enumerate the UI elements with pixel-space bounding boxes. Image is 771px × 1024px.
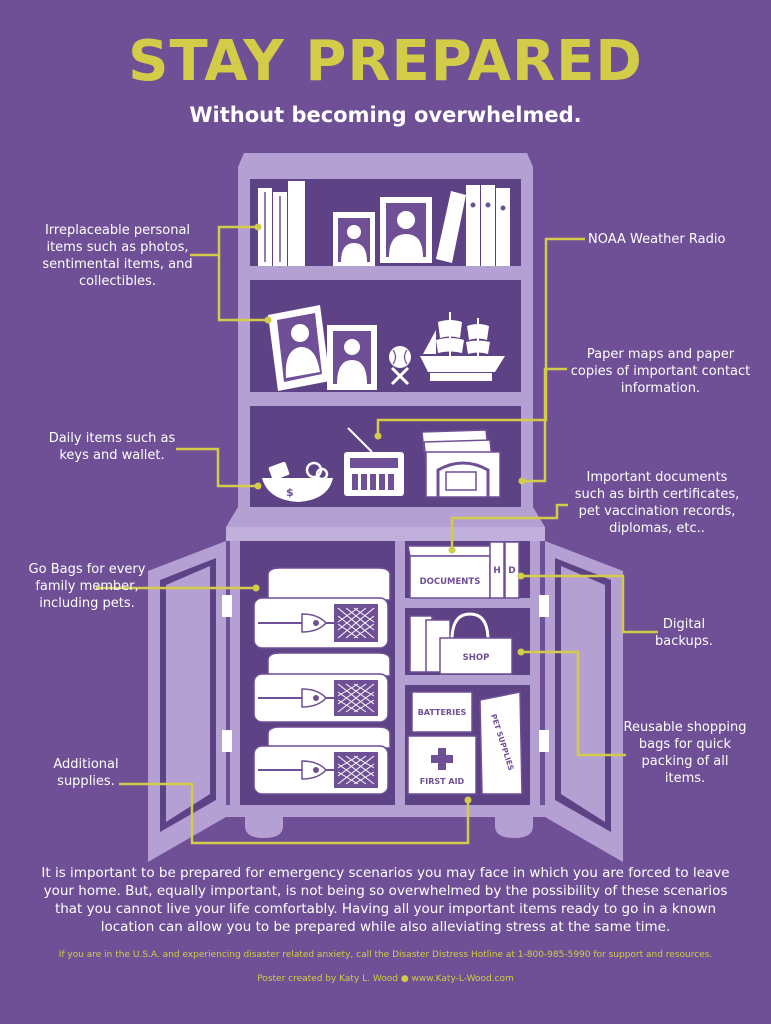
binder-icon: H D	[489, 541, 520, 599]
first-aid-icon: FIRST AID	[407, 735, 477, 795]
label-daily-items: Daily items such as keys and wallet.	[48, 431, 176, 463]
go-bag-icon	[253, 652, 391, 723]
binder-letter: D	[508, 566, 515, 576]
left-door	[148, 541, 232, 862]
shop-bag-label: SHOP	[463, 653, 490, 663]
svg-text:$: $	[286, 486, 294, 499]
photo-frame-icon	[380, 197, 432, 263]
go-bag-icon	[253, 567, 391, 649]
battery-box-icon: BATTERIES	[411, 691, 473, 733]
callout-dots	[252, 223, 526, 804]
label-paper-maps: Paper maps and paper copies of important…	[570, 347, 751, 396]
baseball-icon	[389, 346, 411, 386]
shopping-bags: SHOP	[409, 612, 513, 675]
body-paragraph: It is important to be prepared for emerg…	[41, 865, 730, 935]
bowl-icon: $	[262, 461, 333, 502]
binder-letter: H	[493, 566, 501, 576]
ship-icon	[420, 312, 505, 381]
photo-frame-icon	[268, 305, 330, 391]
go-bags	[253, 567, 391, 795]
shopping-bag-icon: SHOP	[439, 612, 513, 675]
book-icon	[436, 185, 510, 266]
photo-frame-icon	[327, 325, 377, 390]
hotline-note: If you are in the U.S.A. and experiencin…	[58, 950, 713, 960]
go-bag-icon	[253, 726, 391, 795]
middle-shelf-items	[268, 305, 505, 391]
hutch-bottom-items: $	[262, 427, 501, 502]
poster-title: STAY PREPARED	[128, 29, 643, 94]
photo-frame-icon	[333, 212, 375, 266]
label-important-documents: Important documents such as birth certif…	[574, 470, 740, 536]
label-digital-backups: Digital backups.	[655, 617, 713, 649]
right-door	[539, 541, 623, 862]
top-shelf-books	[258, 181, 510, 266]
book-icon	[258, 181, 305, 266]
document-box-icon: DOCUMENTS	[407, 545, 493, 599]
label-noaa-radio: NOAA Weather Radio	[588, 232, 726, 247]
label-go-bags: Go Bags for every family member, includi…	[28, 562, 146, 611]
pet-supplies-icon: PET SUPPLIES	[479, 691, 523, 795]
file-organizer-icon	[421, 429, 501, 498]
callout-lines	[96, 225, 658, 845]
batteries-label: BATTERIES	[418, 708, 467, 717]
label-irreplaceable-items: Irreplaceable personal items such as pho…	[42, 223, 193, 289]
label-reusable-bags: Reusable shopping bags for quick packing…	[623, 720, 747, 786]
first-aid-label: FIRST AID	[420, 777, 465, 786]
documents-box-label: DOCUMENTS	[420, 577, 481, 587]
radio-icon	[344, 427, 404, 496]
poster-subtitle: Without becoming overwhelmed.	[189, 103, 582, 127]
poster-credit: Poster created by Katy L. Wood ● www.Kat…	[257, 974, 514, 984]
label-additional-supplies: Additional supplies.	[53, 757, 119, 789]
